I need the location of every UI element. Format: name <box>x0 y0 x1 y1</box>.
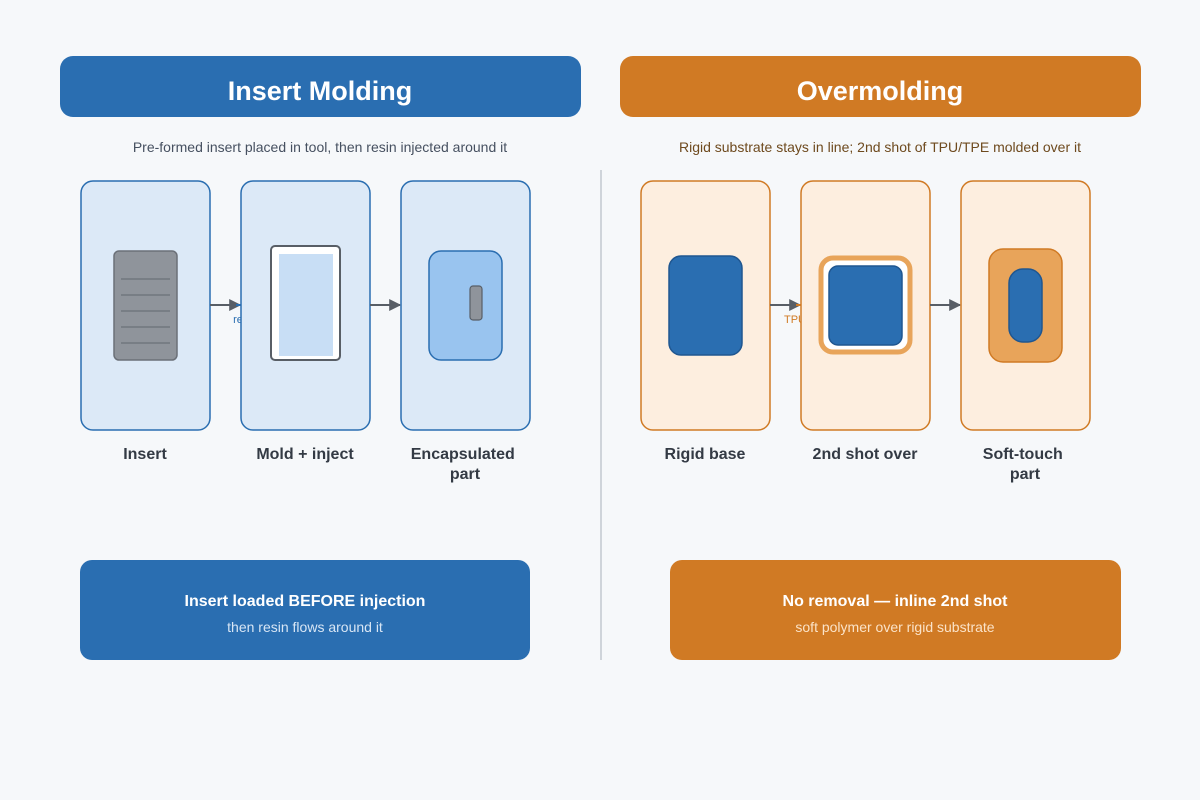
step-label: 2nd shot over <box>813 446 918 463</box>
metal-insert-icon <box>113 250 178 361</box>
mold-tool-icon <box>270 245 341 361</box>
step-label: Rigid base <box>665 446 746 463</box>
overmolding-section: Overmolding Rigid substrate stays in lin… <box>620 56 1141 660</box>
step-rigid-base: Rigid base <box>640 180 771 463</box>
soft-touch-part-icon <box>988 248 1063 363</box>
insert-molding-section: Insert Molding Pre-formed insert placed … <box>60 56 581 660</box>
overmolding-subtitle: Rigid substrate stays in line; 2nd shot … <box>679 139 1081 155</box>
overmold-cavity-icon <box>818 255 913 355</box>
insert-molding-header <box>60 56 581 117</box>
step-mold-inject: Mold + inject <box>240 180 371 463</box>
step-second-shot: 2nd shot over <box>800 180 931 463</box>
insert-molding-subtitle: Pre-formed insert placed in tool, then r… <box>133 139 507 155</box>
step-label: Soft-touch part <box>983 446 1067 483</box>
summary-title: Insert loaded BEFORE injection <box>185 593 426 610</box>
summary-title: No removal — inline 2nd shot <box>783 593 1009 610</box>
summary-box <box>670 560 1121 660</box>
step-label: Insert <box>123 446 167 463</box>
encapsulated-part-icon <box>428 250 503 361</box>
summary-box <box>80 560 530 660</box>
summary-subtitle: then resin flows around it <box>227 619 383 635</box>
insert-molding-title: Insert Molding <box>228 76 413 106</box>
step-soft-touch-part: Soft-touch part <box>960 180 1091 483</box>
summary-subtitle: soft polymer over rigid substrate <box>795 619 994 635</box>
step-label: Encapsulated part <box>411 446 519 483</box>
overmolding-title: Overmolding <box>797 76 964 106</box>
overmolding-header <box>620 56 1141 117</box>
rigid-substrate-icon <box>668 255 743 356</box>
step-insert: Insert <box>80 180 211 463</box>
insert-molding-summary: Insert loaded BEFORE injection then resi… <box>80 560 530 660</box>
overmolding-summary: No removal — inline 2nd shot soft polyme… <box>670 560 1121 660</box>
step-encapsulated-part: Encapsulated part <box>400 180 531 483</box>
step-label: Mold + inject <box>256 446 354 463</box>
